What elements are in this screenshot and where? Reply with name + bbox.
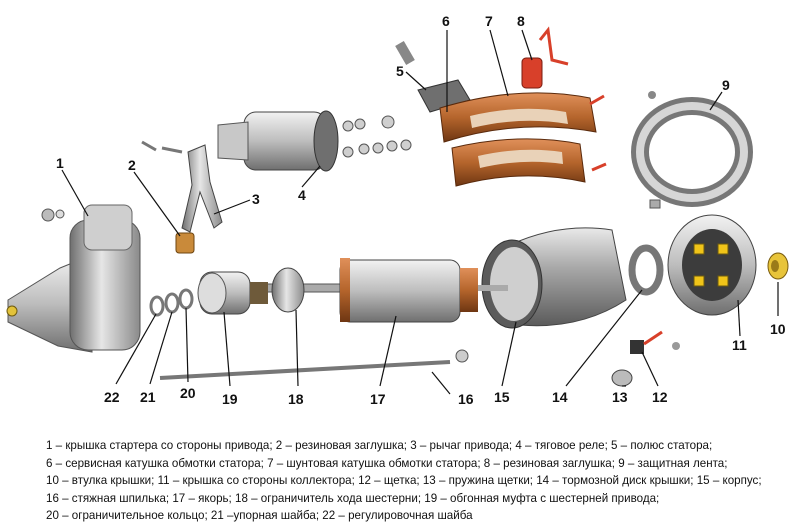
part-stator-coils (439, 92, 607, 187)
callout-9: 9 (722, 77, 730, 93)
callout-3: 3 (252, 191, 260, 207)
callout-7: 7 (485, 13, 493, 29)
callout-21: 21 (140, 389, 156, 405)
part-rubber-plug-top (521, 26, 569, 89)
part-commutator-end-cover (667, 214, 757, 316)
callout-14: 14 (552, 389, 568, 405)
callout-17: 17 (370, 391, 386, 407)
part-overrunning-clutch (197, 271, 268, 315)
callout-8: 8 (517, 13, 525, 29)
callout-12: 12 (652, 389, 668, 405)
part-protective-band (631, 91, 753, 209)
part-solenoid (217, 110, 412, 172)
callout-20: 20 (180, 385, 196, 401)
callout-11: 11 (732, 337, 747, 353)
part-rubber-plug (175, 232, 195, 254)
callout-1: 1 (56, 155, 64, 171)
legend-line-5: 20 – ограничительное кольцо; 21 –упорная… (46, 509, 473, 522)
part-brush-and-spring (611, 330, 680, 387)
part-pinion-limiter (271, 267, 305, 313)
part-tie-rod (159, 349, 469, 380)
callout-4: 4 (298, 187, 306, 203)
callout-22: 22 (104, 389, 120, 405)
callout-6: 6 (442, 13, 450, 29)
callout-5: 5 (396, 63, 404, 79)
legend-line-2: 6 – сервисная катушка обмотки статора; 7… (46, 456, 728, 470)
callout-13: 13 (612, 389, 628, 405)
legend-line-1: 1 – крышка стартера со стороны привода; … (46, 439, 713, 452)
callout-10: 10 (770, 321, 786, 337)
legend-line-4: 16 – стяжная шпилька; 17 – якорь; 18 – о… (46, 491, 660, 505)
callout-19: 19 (222, 391, 238, 407)
callout-labels: 1 2 3 4 5 6 7 8 9 10 11 12 13 14 15 16 1… (56, 13, 786, 407)
callout-15: 15 (494, 389, 510, 405)
part-cover-bushing (767, 252, 789, 280)
callout-18: 18 (288, 391, 304, 407)
part-drive-end-cover (6, 204, 141, 353)
leader-lines (61, 29, 779, 395)
part-stator-pole (395, 40, 471, 113)
part-housing (481, 227, 627, 329)
starter-exploded-diagram: 1 2 3 4 5 6 7 8 9 10 11 12 13 14 15 16 1… (6, 13, 789, 407)
legend-line-3: 10 – втулка крышки; 11 – крышка со сторо… (46, 474, 762, 487)
callout-16: 16 (458, 391, 474, 407)
part-drive-lever (141, 140, 223, 233)
parts-legend: 1 – крышка стартера со стороны привода; … (46, 437, 786, 525)
callout-2: 2 (128, 157, 136, 173)
part-brake-disc (628, 244, 664, 296)
